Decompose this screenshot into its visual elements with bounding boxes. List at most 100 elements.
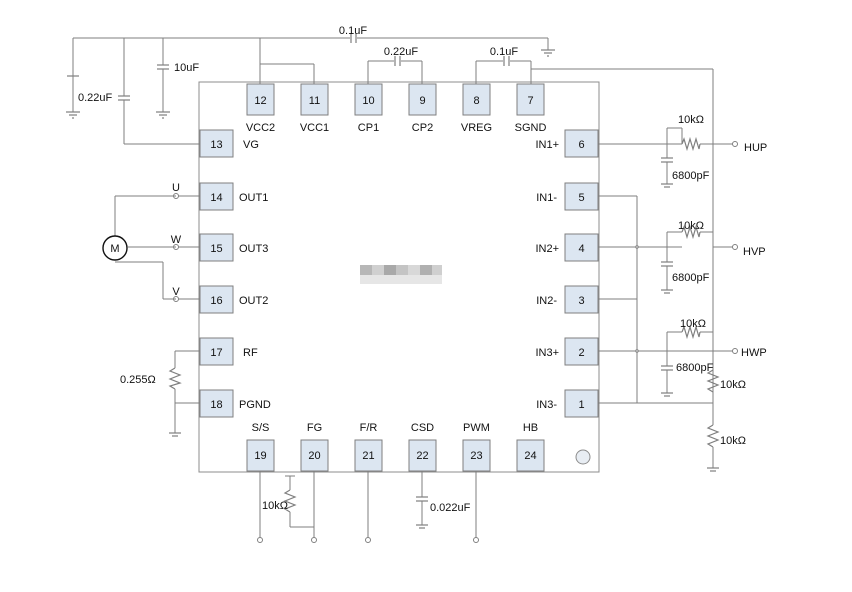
res-hup-value: 10kΩ [678,114,704,126]
pin-19-label: S/S [252,422,270,434]
pin-21-label: F/R [360,422,378,434]
pin-3-box [564,285,599,314]
pin-21-number: 21 [362,450,374,462]
pin-22-label: CSD [411,422,434,434]
pin-13-label: VG [243,139,259,151]
pin-13-box [199,129,234,158]
cap-cp-value: 0.22uF [384,46,419,58]
pin-14-box [199,182,234,211]
res-hwp-value: 10kΩ [680,318,706,330]
pin-12-number: 12 [254,95,266,107]
pin-17-label: RF [243,347,258,359]
terminal-hvp-label: HVP [743,246,766,258]
pin-6-number: 6 [578,139,584,151]
pin-8-label: VREG [461,122,492,134]
top-wiring [66,33,714,405]
motor-symbol [102,235,128,261]
pin-20-label: FG [307,422,322,434]
pin-12-label: VCC2 [246,122,275,134]
pin-23-number: 23 [470,450,482,462]
pin-16-label: OUT2 [239,295,268,307]
pin-6-label: IN1+ [535,139,559,151]
pin-18-number: 18 [210,399,222,411]
pin-7-box [516,83,545,116]
pin-18-box [199,389,234,418]
cap-vcc-value: 10uF [174,62,199,74]
bottom-wiring [257,471,479,543]
pin-17-box [199,337,234,366]
pin-5-box [564,182,599,211]
pin-18-label: PGND [239,399,271,411]
pin-23-box [462,439,491,472]
pin-23-label: PWM [463,422,490,434]
pin-12-box [246,83,275,116]
left-wiring [102,193,200,437]
res-hvp-value: 10kΩ [678,220,704,232]
pin-20-number: 20 [308,450,320,462]
pin-9-label: CP2 [412,122,433,134]
cap-csd-value: 0.022uF [430,502,471,514]
pin-7-number: 7 [527,95,533,107]
cap-vreg-value: 0.1uF [490,46,518,58]
res-div1-value: 10kΩ [720,379,746,391]
motor-label: M [110,243,119,255]
pin-11-box [300,83,329,116]
pin-19-box [246,439,275,472]
res-sense-value: 0.255Ω [120,374,156,386]
pin-24-number: 24 [524,450,536,462]
pin-4-label: IN2+ [535,243,559,255]
phase-u-label: U [172,182,180,194]
pin1-indicator [575,449,591,465]
pin-4-number: 4 [578,243,584,255]
pin-22-box [408,439,437,472]
pin-2-number: 2 [578,347,584,359]
cap-vg-value: 0.22uF [78,92,113,104]
pin-2-label: IN3+ [535,347,559,359]
pin-14-label: OUT1 [239,192,268,204]
pin-8-number: 8 [473,95,479,107]
pin-9-number: 9 [419,95,425,107]
res-div2-value: 10kΩ [720,435,746,447]
pin-24-label: HB [523,422,538,434]
pin-1-number: 1 [578,399,584,411]
terminal-hup-label: HUP [744,142,767,154]
pin-15-label: OUT3 [239,243,268,255]
pin-4-box [564,233,599,262]
pin-15-number: 15 [210,243,222,255]
pin-9-box [408,83,437,116]
pin-2-box [564,337,599,366]
pin-5-label: IN1- [536,192,557,204]
pin-3-label: IN2- [536,295,557,307]
pin-8-box [462,83,491,116]
pin-1-box [564,389,599,418]
pin-10-label: CP1 [358,122,379,134]
pin-14-number: 14 [210,192,222,204]
cap-hwp-value: 6800pF [676,362,714,374]
pin-16-box [199,285,234,314]
pin-19-number: 19 [254,450,266,462]
pin-24-box [516,439,545,472]
pin-21-box [354,439,383,472]
cap-hvp-value: 6800pF [672,272,710,284]
pin-11-number: 11 [309,95,320,107]
pin-10-number: 10 [362,95,374,107]
pin-5-number: 5 [578,192,584,204]
right-wiring [598,127,738,472]
pin-11-label: VCC1 [300,122,329,134]
pin-15-box [199,233,234,262]
pin-16-number: 16 [210,295,222,307]
blurred-logo [360,265,442,284]
pin-10-box [354,83,383,116]
res-fg-value: 10kΩ [262,500,288,512]
pin-7-label: SGND [515,122,547,134]
pin-17-number: 17 [210,347,222,359]
phase-w-label: W [171,234,182,246]
cap-top-value: 0.1uF [339,25,367,37]
pin-6-box [564,129,599,158]
phase-v-label: V [172,286,180,298]
pin-1-label: IN3- [536,399,557,411]
pin-13-number: 13 [210,139,222,151]
pin-20-box [300,439,329,472]
